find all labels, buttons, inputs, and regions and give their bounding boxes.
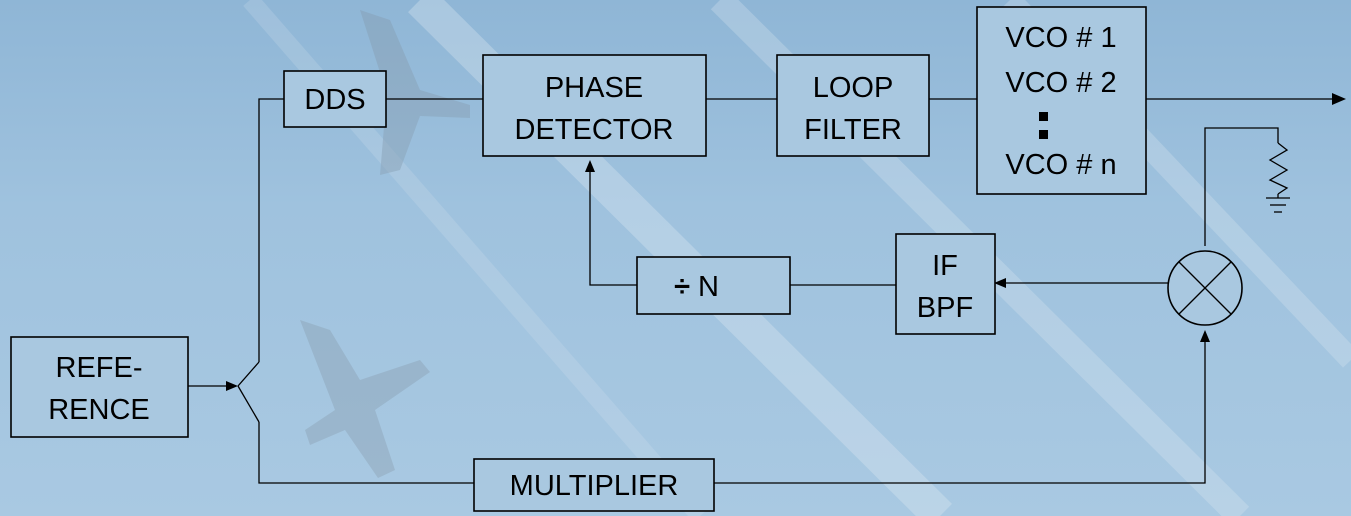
vco-2-label: VCO # 2 bbox=[1005, 67, 1116, 99]
reference-label-line1: REFE- bbox=[56, 352, 143, 384]
mixer-circle-x-icon bbox=[1167, 250, 1243, 326]
loop-filter-block: LOOP FILTER bbox=[776, 54, 930, 157]
arrowheads bbox=[226, 93, 1346, 391]
phase-detector-block: PHASE DETECTOR bbox=[482, 54, 707, 157]
jet-silhouette-icon bbox=[330, 10, 470, 175]
divider-label: N bbox=[698, 271, 719, 303]
ellipsis-dots-icon bbox=[1039, 112, 1048, 139]
signal-wires bbox=[188, 98, 1332, 484]
reference-label-line2: RENCE bbox=[48, 394, 150, 426]
resistor-ground-icon bbox=[1266, 142, 1290, 213]
jet-silhouette-icon bbox=[300, 320, 430, 478]
phase-detector-label-line1: PHASE bbox=[545, 72, 643, 104]
arrow-right-icon bbox=[1332, 93, 1346, 105]
divider-block: ÷ N bbox=[636, 256, 791, 315]
phase-detector-label-line2: DETECTOR bbox=[515, 114, 674, 146]
vco-bank-block: VCO # 1 VCO # 2 VCO # n bbox=[976, 6, 1147, 195]
if-bpf-block: IF BPF bbox=[895, 233, 996, 335]
dds-block: DDS bbox=[283, 70, 387, 128]
divide-symbol-icon: ÷ bbox=[674, 271, 690, 303]
if-bpf-label-line1: IF bbox=[932, 250, 958, 282]
loop-filter-label-line1: LOOP bbox=[813, 72, 894, 104]
if-bpf-label-line2: BPF bbox=[917, 292, 973, 324]
dds-label: DDS bbox=[304, 84, 365, 116]
multiplier-label: MULTIPLIER bbox=[510, 470, 679, 502]
arrow-up-icon bbox=[1200, 330, 1210, 342]
loop-filter-label-line2: FILTER bbox=[804, 114, 902, 146]
arrow-left-icon bbox=[994, 278, 1006, 288]
spdt-switch-icon bbox=[237, 361, 260, 423]
vco-n-label: VCO # n bbox=[1005, 149, 1116, 181]
reference-block: REFE- RENCE bbox=[10, 336, 189, 438]
vco-1-label: VCO # 1 bbox=[1005, 22, 1116, 54]
arrow-up-icon bbox=[585, 160, 595, 172]
multiplier-block: MULTIPLIER bbox=[473, 458, 715, 512]
arrow-right-icon bbox=[226, 381, 238, 391]
